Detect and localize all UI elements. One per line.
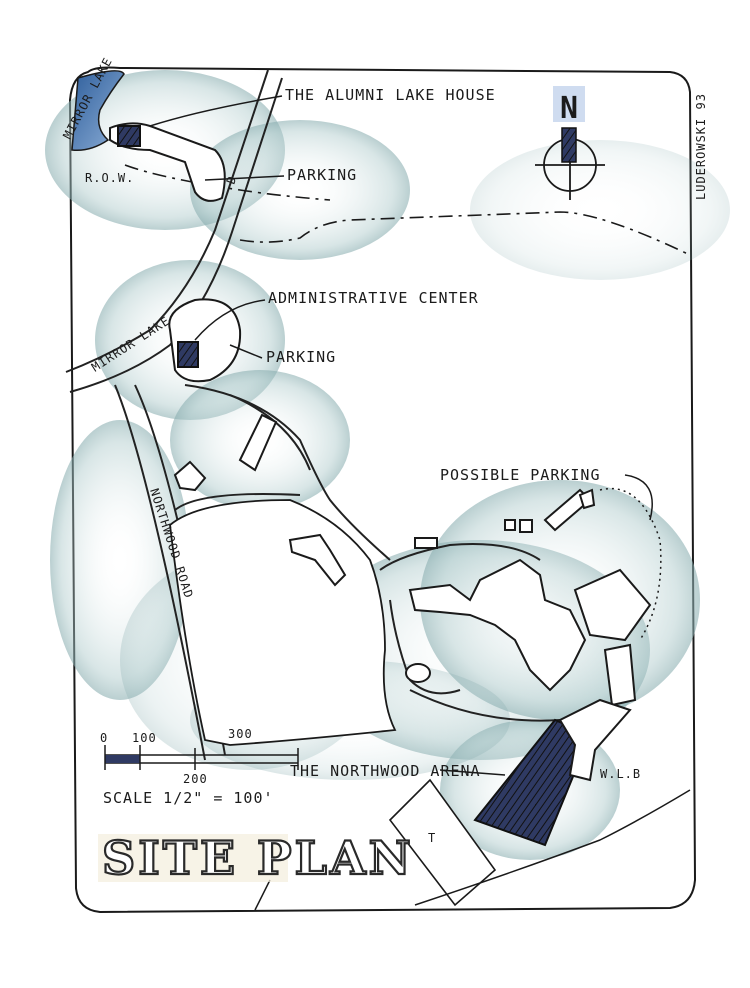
north-arrow: N <box>535 86 605 200</box>
scale-tick-100: 100 <box>132 731 157 745</box>
building-small-3 <box>288 533 347 587</box>
north-letter: N <box>560 91 578 126</box>
arena-access <box>558 698 632 782</box>
scale-tick-200: 200 <box>183 772 208 786</box>
site-plan-title: SITE PLAN <box>102 831 414 885</box>
open-field <box>169 499 397 746</box>
parking-label-1: PARKING <box>287 166 357 184</box>
mirror-lake <box>71 70 125 152</box>
mirror-lake-road <box>65 69 269 373</box>
possible-parking-label: POSSIBLE PARKING <box>440 466 601 484</box>
administrative-center-label: ADMINISTRATIVE CENTER <box>268 289 479 307</box>
row-label: R.O.W. <box>85 171 134 185</box>
scale-bar: 0 100 200 300 SCALE 1/2" = 100' <box>100 727 299 807</box>
right-of-way-line <box>124 164 331 201</box>
signature: LUDEROWSKI 93 <box>694 93 708 200</box>
northwood-arena-label: THE NORTHWOOD ARENA <box>290 762 481 780</box>
boundary-line-south <box>254 879 271 911</box>
building-small-2 <box>238 413 278 472</box>
scale-tick-0: 0 <box>100 731 108 745</box>
scale-text: SCALE 1/2" = 100' <box>103 789 274 807</box>
wlb-label: W.L.B <box>600 767 641 781</box>
campus-building-cluster <box>405 488 652 707</box>
athletic-field <box>388 778 497 907</box>
athletic-field-letter: T <box>428 831 436 845</box>
administrative-center-building <box>177 341 199 368</box>
alumni-lake-house-label: THE ALUMNI LAKE HOUSE <box>285 86 496 104</box>
parking-label-2: PARKING <box>266 348 336 366</box>
building-small-1 <box>173 460 207 492</box>
alumni-lake-house-building <box>117 125 141 147</box>
possible-parking-area <box>599 487 662 641</box>
building-small-4 <box>414 537 438 549</box>
scale-tick-300: 300 <box>228 727 253 741</box>
